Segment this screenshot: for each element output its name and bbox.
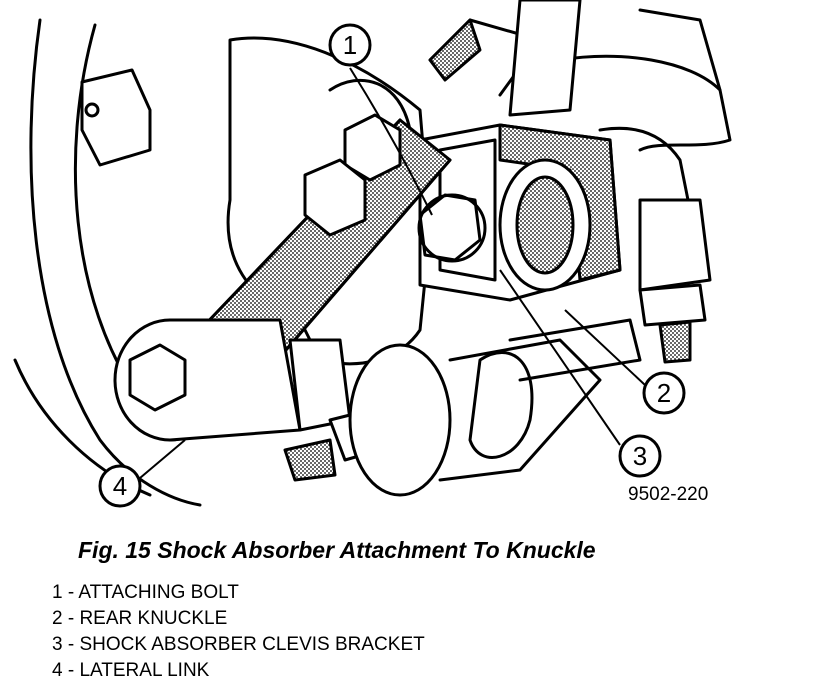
callout-1-number: 1 bbox=[343, 30, 357, 60]
stud-thread bbox=[658, 320, 692, 364]
legend-item-2: 2 - REAR KNUCKLE bbox=[52, 608, 228, 629]
leader-1 bbox=[349, 67, 433, 216]
shock-bushing-inner bbox=[515, 175, 575, 275]
legend-item-1: 1 - ATTACHING BOLT bbox=[52, 582, 239, 603]
lower-arm-bracket bbox=[508, 318, 642, 382]
stud-hex bbox=[638, 283, 707, 327]
callout-1: 1 bbox=[328, 23, 372, 67]
pad-bolt bbox=[84, 102, 100, 118]
leader-4 bbox=[139, 439, 186, 479]
lower-knuckle-arm bbox=[438, 338, 602, 482]
suspension-illustration: 1 2 3 4 bbox=[13, 0, 732, 508]
callout-2: 2 bbox=[642, 371, 686, 415]
legend-item-4: 4 - LATERAL LINK bbox=[52, 660, 210, 681]
callout-3-number: 3 bbox=[633, 441, 647, 471]
shock-rod-thread bbox=[428, 18, 482, 82]
leader-2 bbox=[564, 309, 646, 386]
link-stud-body bbox=[638, 198, 712, 292]
backing-plate-outline bbox=[29, 18, 202, 507]
lower-knuckle-boss bbox=[348, 343, 452, 497]
upper-arm bbox=[558, 54, 732, 152]
lateral-link-sleeve bbox=[168, 318, 302, 442]
link-hex-lower bbox=[303, 158, 367, 237]
legend-item-3: 3 - SHOCK ABSORBER CLEVIS BRACKET bbox=[52, 634, 425, 655]
callout-4: 4 bbox=[98, 464, 142, 508]
backing-plate-inner bbox=[73, 23, 142, 402]
attaching-bolt-washer bbox=[417, 193, 487, 263]
lower-pivot-stud bbox=[283, 438, 337, 482]
figure-caption: Fig. 15 Shock Absorber Attachment To Knu… bbox=[78, 537, 596, 563]
callout-4-number: 4 bbox=[113, 471, 127, 501]
legend-list: 1 - ATTACHING BOLT 2 - REAR KNUCKLE 3 - … bbox=[52, 580, 425, 684]
backing-plate-pad bbox=[80, 68, 152, 167]
frame-member-2 bbox=[598, 126, 692, 212]
callout-3: 3 bbox=[618, 434, 662, 478]
shock-body-top bbox=[508, 0, 582, 117]
frame-member bbox=[638, 8, 722, 92]
drawing-code: 9502-220 bbox=[628, 484, 709, 505]
callout-2-number: 2 bbox=[657, 378, 671, 408]
lateral-link-bolt-hex bbox=[128, 343, 187, 412]
lower-knuckle-lobe bbox=[468, 351, 534, 459]
knuckle-contour bbox=[328, 78, 412, 132]
leader-3 bbox=[499, 269, 621, 446]
